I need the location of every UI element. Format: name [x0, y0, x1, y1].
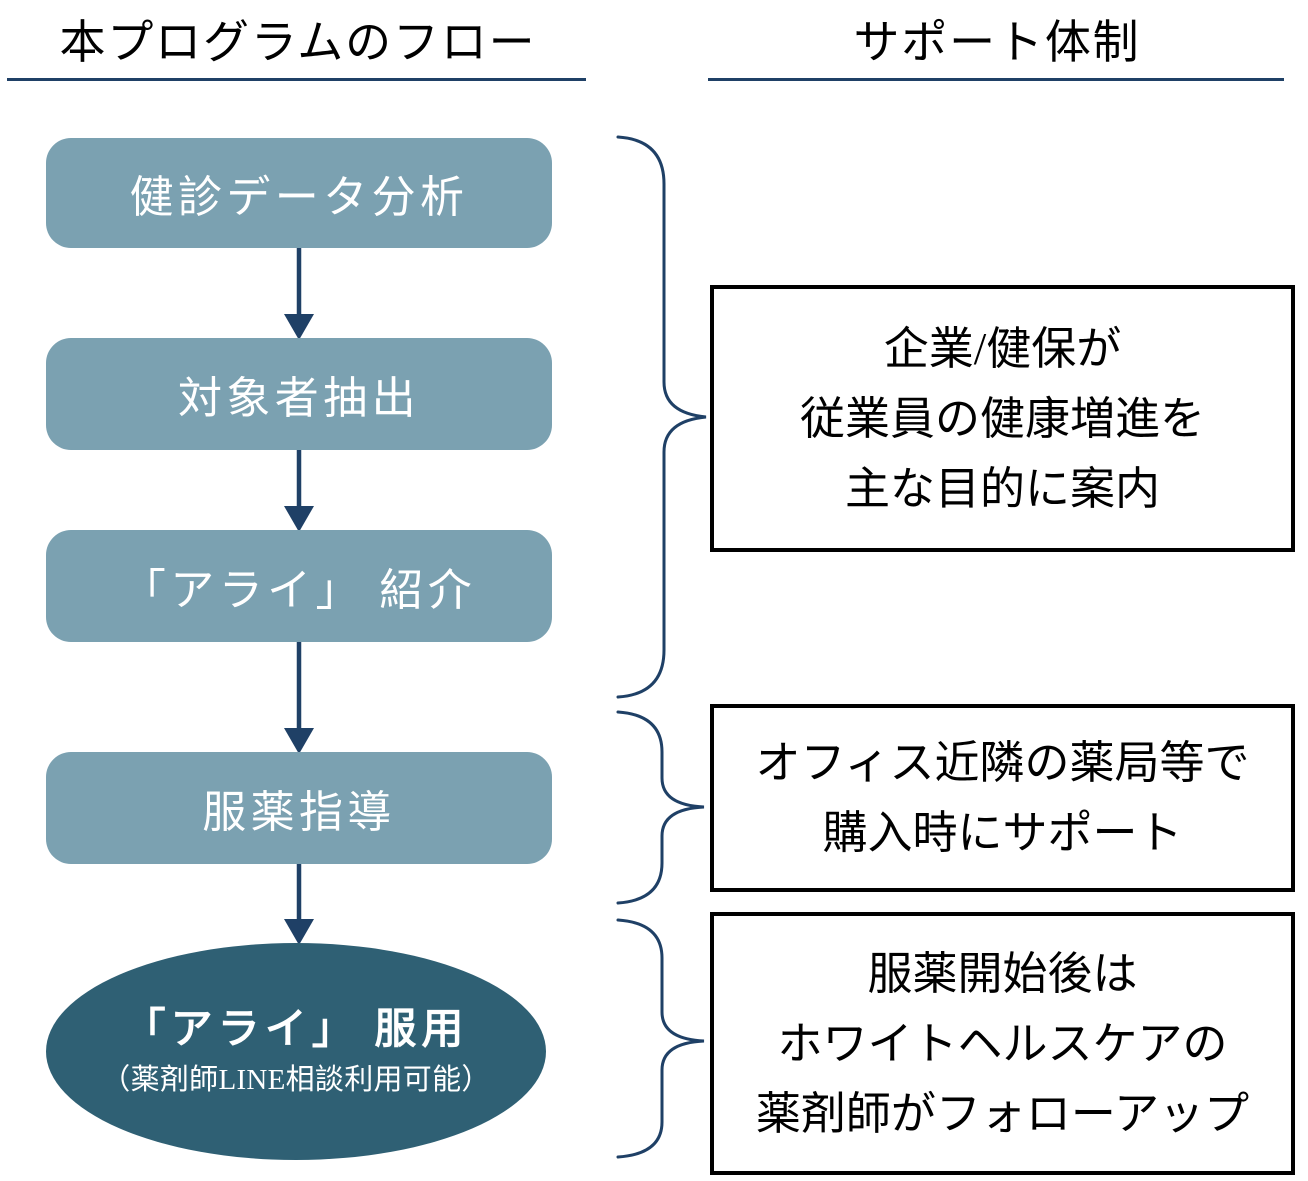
curly-brace-1 — [616, 135, 707, 699]
curly-brace-3 — [616, 918, 705, 1159]
support-column-title: サポート体制 — [853, 17, 1141, 68]
note-line: ホワイトヘルスケアの — [777, 1018, 1228, 1069]
note-line: オフィス近隣の薬局等で — [755, 738, 1250, 788]
support-note-1: 企業/健保が 従業員の健康増進を 主な目的に案内 — [710, 285, 1295, 552]
flow-step-2: 対象者抽出 — [46, 338, 552, 450]
flow-arrow-3 — [284, 642, 314, 754]
flow-arrow-4 — [284, 864, 314, 945]
support-note-3: 服薬開始後は ホワイトヘルスケアの 薬剤師がフォローアップ — [710, 912, 1295, 1175]
final-step-sublabel: （薬剤師LINE相談利用可能） — [101, 1063, 491, 1096]
note-line: 従業員の健康増進を — [799, 393, 1205, 444]
curly-brace-2 — [616, 710, 705, 905]
note-line: 企業/健保が — [883, 323, 1122, 374]
flow-step-1: 健診データ分析 — [46, 138, 552, 248]
final-step-label: 「アライ」 服用 — [123, 1006, 469, 1053]
flow-arrow-2 — [284, 450, 314, 532]
note-line: 購入時にサポート — [822, 808, 1183, 858]
note-line: 薬剤師がフォローアップ — [755, 1088, 1250, 1139]
note-line: 服薬開始後は — [867, 948, 1138, 999]
note-line: 主な目的に案内 — [844, 463, 1160, 514]
flow-step-4: 服薬指導 — [46, 752, 552, 864]
title-underline-right — [708, 78, 1284, 81]
flow-step-final: 「アライ」 服用 （薬剤師LINE相談利用可能） — [46, 943, 546, 1160]
title-underline-left — [7, 78, 586, 81]
flow-step-3: 「アライ」 紹介 — [46, 530, 552, 642]
support-note-2: オフィス近隣の薬局等で 購入時にサポート — [710, 704, 1295, 892]
flow-column-title: 本プログラムのフロー — [59, 17, 537, 68]
flow-arrow-1 — [284, 248, 314, 340]
